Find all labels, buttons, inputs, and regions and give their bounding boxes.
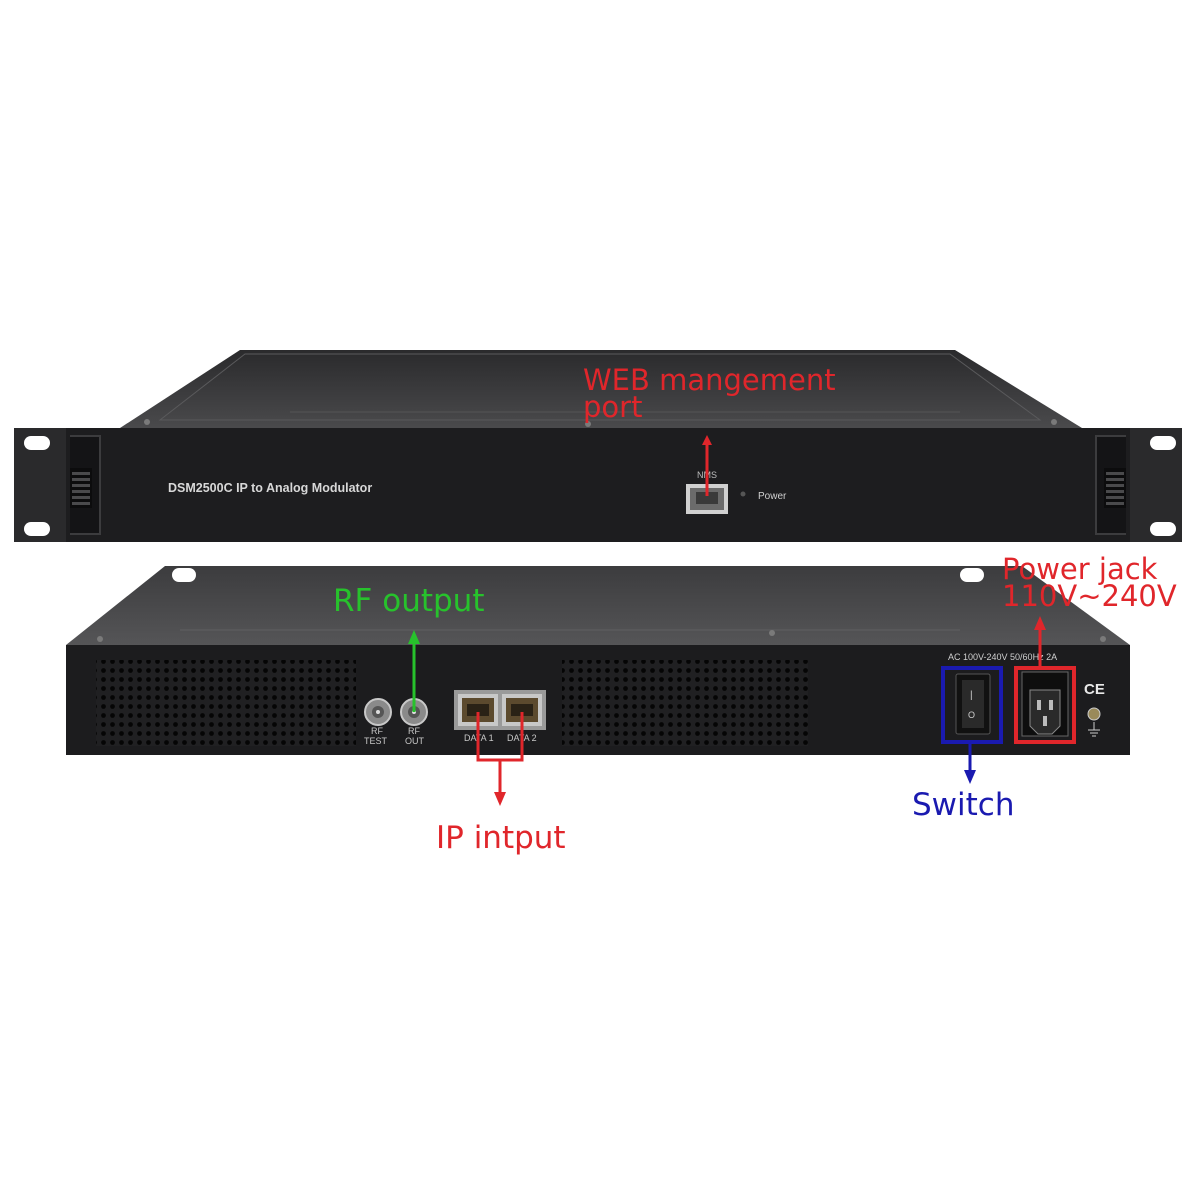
vent-grille-left <box>96 660 356 746</box>
rf-output-label: RF output <box>333 583 484 619</box>
annotation-ip-input: IP intput <box>436 712 566 856</box>
front-panel-unit: DSM2500C IP to Analog Modulator NMS Powe… <box>14 350 1182 542</box>
ip-input-label: IP intput <box>436 820 566 856</box>
front-face <box>14 428 1182 542</box>
rf-test-label-line1: RF <box>371 726 383 736</box>
front-unit-top-lid <box>120 350 1082 428</box>
switch-off-symbol: O <box>968 710 975 720</box>
annotation-switch: Switch <box>912 666 1015 823</box>
switch-on-symbol: | <box>970 690 973 701</box>
switch-label: Switch <box>912 787 1015 823</box>
model-label: DSM2500C IP to Analog Modulator <box>168 481 372 495</box>
rear-panel-unit: RF TEST RF OUT DATA 1 DATA 2 AC 100V-240… <box>66 566 1130 755</box>
web-port-label-line2: port <box>583 390 642 424</box>
power-led <box>740 491 746 497</box>
rear-unit-top-lid <box>66 566 1130 645</box>
power-switch[interactable]: | O <box>955 673 991 735</box>
rf-test-label-line2: TEST <box>364 736 388 746</box>
ground-terminal-icon <box>1087 707 1101 737</box>
power-jack-label-line2: 110V~240V <box>1002 579 1177 613</box>
annotation-rf-output: RF output <box>333 583 484 712</box>
annotation-power-jack: Power jack 110V~240V <box>1002 552 1177 744</box>
rf-out-label-line2: OUT <box>405 736 425 746</box>
switch-highlight-box <box>941 666 1003 744</box>
handle-right[interactable] <box>1095 435 1126 535</box>
power-led-label: Power <box>758 491 787 502</box>
rf-out-label-line1: RF <box>408 726 420 736</box>
power-jack-highlight-box <box>1014 666 1076 744</box>
ce-mark: CE <box>1084 681 1105 698</box>
annotation-web-port: WEB mangement port <box>583 363 836 496</box>
vent-grille-right <box>562 660 808 746</box>
handle-left[interactable] <box>70 435 101 535</box>
power-jack-iec[interactable] <box>1021 671 1069 737</box>
data1-ethernet-port[interactable] <box>458 694 498 726</box>
power-rating-label: AC 100V-240V 50/60Hz 2A <box>948 652 1057 662</box>
power-jack-label-line1: Power jack <box>1002 552 1158 586</box>
web-port-label-line1: WEB mangement <box>583 363 836 397</box>
rf-test-connector[interactable] <box>364 698 392 726</box>
